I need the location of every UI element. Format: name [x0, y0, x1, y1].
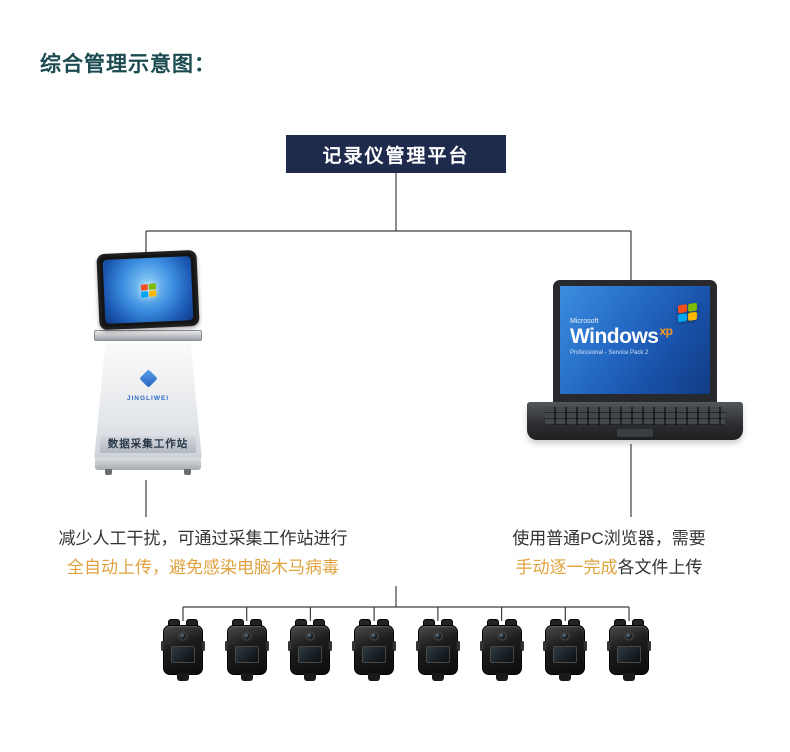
left-note-line1: 减少人工干扰，可通过采集工作站进行 — [58, 529, 348, 548]
page-title: 综合管理示意图： — [40, 53, 216, 76]
right-note: 使用普通PC浏览器，需要 手动逐一完成各文件上传 — [436, 524, 782, 582]
kiosk-label: 数据采集工作站 — [99, 436, 197, 453]
platform-label: 记录仪管理平台 — [322, 145, 470, 167]
body-camera-icon — [479, 619, 524, 681]
body-camera-icon — [415, 619, 460, 681]
body-camera-icon — [161, 619, 205, 681]
left-note: 减少人工干扰，可通过采集工作站进行 全自动上传，避免感染电脑木马病毒 — [22, 524, 384, 582]
body-camera-icon — [224, 619, 269, 681]
microsoft-label: Microsoft — [570, 318, 599, 325]
kiosk-brand-text: JINGLIWEI — [126, 395, 170, 402]
kiosk-base — [95, 458, 201, 475]
windows-logo-icon — [140, 282, 156, 298]
windows-xp-desktop: Microsoft Windowsxp Professional - Servi… — [560, 286, 710, 394]
body-camera-icon — [288, 619, 333, 681]
windows-label: Windowsxp — [570, 324, 673, 348]
kiosk-keyboard-tray — [94, 330, 202, 341]
xp-version-label: xp — [659, 324, 673, 338]
windows-xp-flag-icon — [678, 302, 697, 323]
right-note-line1: 使用普通PC浏览器，需要 — [512, 529, 706, 548]
kiosk-workstation: JINGLIWEI 数据采集工作站 — [92, 249, 204, 475]
right-note-highlight: 手动逐一完成 — [515, 558, 618, 577]
laptop: Microsoft Windowsxp Professional - Servi… — [527, 280, 743, 440]
kiosk-brand-logo: JINGLIWEI — [94, 369, 202, 402]
diamond-logo-icon — [138, 369, 158, 388]
xp-branding-text: Microsoft Windowsxp Professional - Servi… — [570, 318, 673, 356]
body-camera-icon — [543, 619, 588, 681]
laptop-keyboard — [545, 407, 725, 425]
right-note-rest: 各文件上传 — [617, 558, 703, 577]
right-note-line2: 手动逐一完成各文件上传 — [436, 553, 782, 582]
platform-box: 记录仪管理平台 — [286, 135, 506, 173]
laptop-keyboard-base — [527, 402, 743, 440]
kiosk-monitor — [96, 249, 200, 331]
xp-edition-label: Professional - Service Pack 2 — [570, 350, 649, 356]
body-camera-icon — [606, 619, 651, 681]
body-camera-icon — [352, 619, 397, 681]
left-note-line2: 全自动上传，避免感染电脑木马病毒 — [67, 558, 339, 577]
laptop-screen: Microsoft Windowsxp Professional - Servi… — [553, 280, 717, 402]
kiosk-body: JINGLIWEI 数据采集工作站 — [94, 342, 202, 458]
camera-row — [161, 619, 651, 681]
kiosk-screen — [102, 256, 194, 324]
